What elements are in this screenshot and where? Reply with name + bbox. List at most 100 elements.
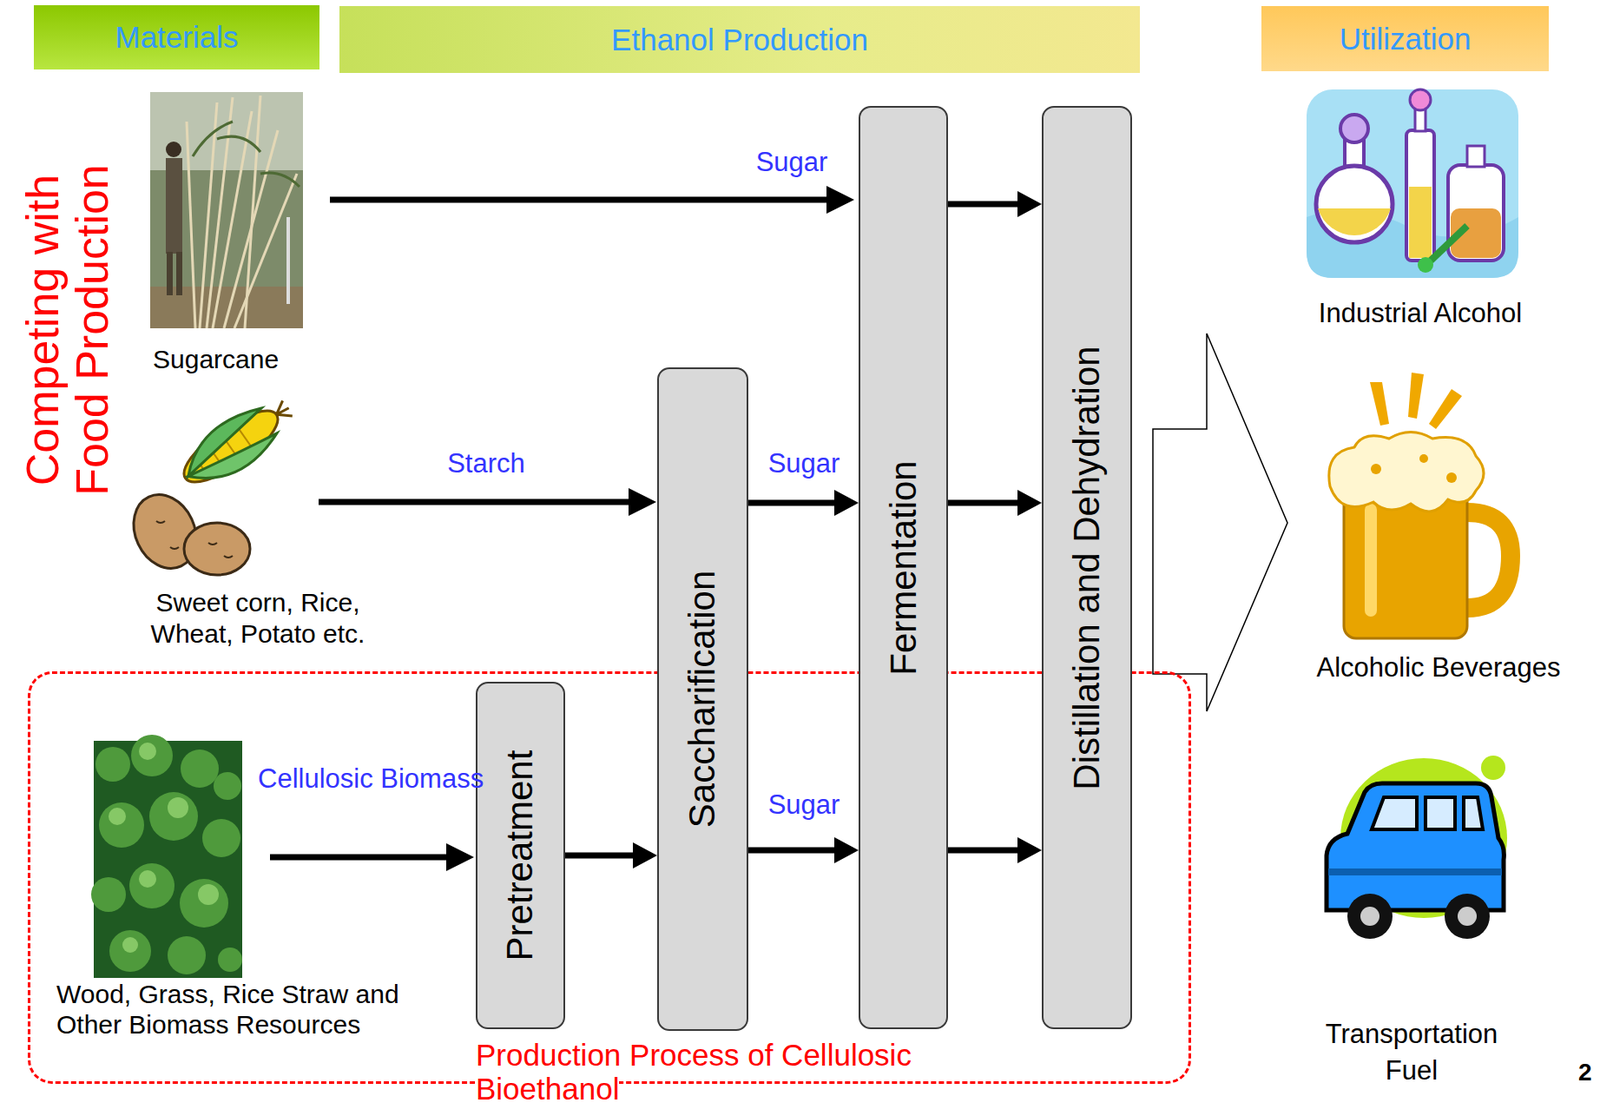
connector-arrow [948,489,1042,516]
potato-icon [122,484,251,579]
sugarcane-photo [165,141,182,158]
material-arrow [269,854,451,861]
car-icon [1371,796,1417,830]
material-name: Sugarcane [152,343,279,376]
car-icon [1328,868,1502,876]
car-icon [1425,796,1456,830]
process-name: Fermentation [885,460,922,675]
flow-label: Starch [447,447,526,480]
connector-arrow [748,489,859,516]
beer-icon [1408,372,1424,419]
beer-icon [1364,503,1377,617]
arrow-head [1017,489,1042,516]
sugarcane-photo [192,121,233,157]
car-icon [1463,796,1483,830]
bottles-icon [1409,186,1432,258]
region-title-holder: Production Process of Cellulosic Bioetha… [475,1038,1032,1106]
use-name: Industrial Alcohol [1318,296,1522,330]
connector-line [948,201,1020,208]
car-icon [1457,906,1477,926]
bottles-icon [1417,256,1434,273]
forest-photo [91,734,243,975]
process-name: Pretreatment [502,750,540,962]
corn-icon [171,387,303,499]
material-arrow [318,499,633,506]
forest-photo [109,929,152,972]
forest-photo [167,796,189,818]
forest-photo [180,749,219,788]
arrow-head [834,836,859,863]
hollow-arrow [1152,333,1288,712]
bottles-icon [1306,89,1519,278]
corn-icon [174,398,288,494]
header-bar: Materials [33,5,320,70]
bottles-icon [1306,89,1519,278]
bottles-icon [1448,164,1504,261]
region-title: Production Process of Cellulosic Bioetha… [475,1037,912,1106]
arrow-head [1017,190,1042,218]
forest-photo [217,947,243,972]
sugarcane-photo [260,172,300,187]
sugarcane-photo [176,251,183,296]
header-bar: Utilization [1261,6,1549,72]
hollow-arrow [1152,333,1288,712]
bottles-icon [1467,145,1485,167]
material-arrow [826,185,855,214]
connector-line [948,500,1020,507]
beer-icon [1428,388,1462,429]
sugarcane-photo [217,136,261,152]
forest-photo [179,878,229,928]
sugarcane-photo [150,92,303,329]
beer-icon [1329,432,1484,512]
bottles-icon [1317,208,1391,236]
header-bar: Ethanol Production [339,6,1140,73]
header-text: Materials [115,19,239,55]
process-box: Saccharification [657,367,749,1031]
material-name: Sweet corn, Rice, Wheat, Potato etc. [114,586,402,650]
forest-photo [138,742,157,760]
flow-label: Sugar [768,447,841,480]
forest-photo [91,734,243,978]
car-icon [1326,783,1504,910]
bottles-icon [1430,225,1468,261]
arrow-head [834,489,859,516]
forest-photo [138,869,157,888]
bottles-icon [1415,108,1426,132]
connector-arrow [948,190,1042,218]
forest-photo [108,807,126,825]
process-box: Distillation and Dehydration [1041,105,1133,1029]
beer-icon [1329,372,1511,639]
car-icon [1347,893,1393,939]
beer-icon [1419,454,1429,463]
forest-photo [91,876,126,912]
connector-line [565,852,635,859]
process-name: Saccharification [684,570,722,828]
corn-icon [271,400,294,423]
beer-icon [1467,512,1511,608]
potato-icon [184,522,251,575]
forest-photo [129,862,175,909]
potato-icon [156,520,233,558]
flow-label: Sugar [756,145,829,178]
forest-photo [213,771,242,800]
forest-photo [202,818,241,857]
connector-line [948,847,1020,854]
corn-icon [188,420,283,497]
car-icon [1360,906,1380,926]
header-text: Ethanol Production [611,22,869,58]
page-number: 2 [1578,1057,1593,1087]
flow-label: Cellulosic Biomass [257,762,432,795]
forest-photo [108,742,219,953]
beer-icon [1446,472,1457,483]
forest-photo [197,883,219,905]
process-box: Pretreatment [475,681,566,1029]
arrow-head [1017,836,1042,863]
material-name: Wood, Grass, Rice Straw and Other Biomas… [56,979,404,1040]
car-icon [1444,893,1490,939]
sugarcane-photo [234,173,297,329]
forest-photo [149,791,198,841]
forest-photo [167,935,206,975]
use-name: Transportation Fuel [1298,1015,1525,1089]
sugarcane-photo [286,217,290,304]
